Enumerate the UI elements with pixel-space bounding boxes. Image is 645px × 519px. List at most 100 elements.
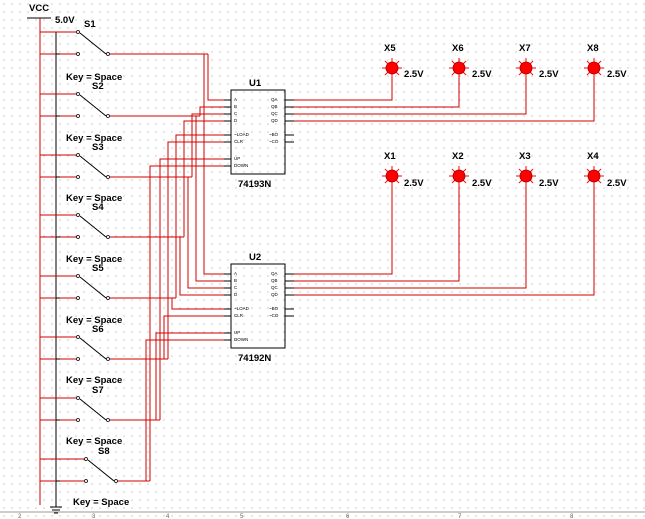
switch-s1-key: Key = Space [66,72,122,83]
vcc-voltage: 5.0V [55,15,75,26]
probe-x2-icon [449,166,469,186]
probe-x3-icon [516,166,536,186]
probe-x6-volt: 2.5V [472,69,492,80]
u2-pin-up: UP [234,330,240,335]
switch-s4-key: Key = Space [66,254,122,265]
switch-6-contact-a [76,335,80,339]
probe-x3-icon-ray [518,168,523,173]
switch-s6-name: S6 [92,324,104,335]
u1-input-2-wire [199,106,226,116]
probe-x2-icon-ray [451,179,456,184]
u1-pin-bo: ~BO [269,132,279,137]
probe-x2-icon-ray [451,168,456,173]
probe-x8-icon-ray [597,71,602,76]
switch-5-contact-b [76,296,80,300]
switch-s6-key: Key = Space [66,375,122,386]
switch-s1-name: S1 [84,19,96,30]
probe-x6-icon [449,58,469,78]
ground-symbol[interactable] [50,32,62,514]
probe-x5-icon-ray [384,60,389,65]
u1-pin-a: A [234,97,237,102]
chip-u1[interactable]: U1 74193N A B C D ~LOAD CLR UP DOWN QA Q… [230,78,286,190]
probe-x7-icon-ray [518,71,523,76]
switch-s5-key: Key = Space [66,315,122,326]
switch-2-contact-a [76,92,80,96]
u2-output-2-wire [294,182,460,282]
probe-x4-icon [584,166,604,186]
probe-x2-icon-ray [462,168,467,173]
probe-x1-icon [382,166,402,186]
ruler-mark-4: 4 [166,514,170,519]
switch-s8-name: S8 [98,446,110,457]
probe-x5-icon [382,58,402,78]
switch-4-lever [79,215,107,238]
u1-input-4-wire [183,120,226,237]
switch-s2-name: S2 [92,81,104,92]
switch-6-contact-b [76,357,80,361]
probe-x2-icon-lamp [452,169,466,183]
vcc-source[interactable]: VCC 5.0V [27,3,75,505]
u1-pin-c: C [234,111,238,116]
ruler-mark-2: 2 [18,514,22,519]
chip-u1-part: 74193N [238,179,271,190]
u1-pin-qa: QA [271,97,278,102]
probe-x1-icon-ray [395,168,400,173]
probe-x1-icon-ray [395,179,400,184]
probe-x4-icon-ray [586,168,591,173]
probe-x6-icon-ray [462,60,467,65]
switch-s7-name: S7 [92,385,104,396]
probe-x8-icon-lamp [587,61,601,75]
probe-x5-icon-ray [384,71,389,76]
chip-u2-part: 74192N [238,353,271,364]
u2-input-5-wire [171,298,226,310]
switch-7-contact-a [76,396,80,400]
u2-input-2-wire [195,116,226,282]
u1-pin-co: ~CO [269,139,279,144]
u2-output-4-wire [294,182,595,296]
probe-x7-volt: 2.5V [539,69,559,80]
probe-x1-icon-ray [384,179,389,184]
u2-pin-co: ~CO [269,313,279,318]
probe-x7-icon-ray [529,60,534,65]
chip-u2[interactable]: U2 74192N A B C D ~LOAD CLR UP DOWN QA Q… [230,252,286,364]
switch-8-contact-b [84,479,88,483]
probe-x7-icon-lamp [519,61,533,75]
u2-input-3-wire [187,177,226,289]
probe-symbols [382,58,604,186]
probe-x1-volt: 2.5V [404,178,424,189]
u1-input-1-wire [207,54,226,101]
probe-x7-name: X7 [519,43,531,54]
switch-3-contact-a [76,153,80,157]
u1-pin-load: ~LOAD [234,132,250,137]
u1-pin-up: UP [234,156,240,161]
probe-x6-icon-ray [462,71,467,76]
probe-x2-name: X2 [452,151,464,162]
u1-pin-qc: QC [271,111,279,116]
switch-symbols [56,30,118,483]
probe-x7-icon-ray [518,60,523,65]
u2-pin-qc: QC [271,285,279,290]
switch-6-common [106,357,110,361]
switch-7-common [106,418,110,422]
u2-output-3-wire [294,182,527,289]
probe-x8-icon-ray [586,60,591,65]
switch-7-lever [79,398,107,421]
ruler-mark-5: 5 [240,514,244,519]
switch-s2-key: Key = Space [66,133,122,144]
probe-x6-name: X6 [452,43,464,54]
probe-x5-volt: 2.5V [404,69,424,80]
probe-x5-icon-ray [395,60,400,65]
switch-1-common [106,52,110,56]
switch-s3-key: Key = Space [66,193,122,204]
probe-x6-icon-ray [451,71,456,76]
switch-4-common [106,235,110,239]
u1-pin-down: DOWN [234,163,248,168]
u2-pin-load: ~LOAD [234,306,250,311]
probe-x1-name: X1 [384,151,396,162]
vcc-label: VCC [29,3,49,14]
u2-pin-bo: ~BO [269,306,279,311]
probe-x4-icon-ray [597,179,602,184]
u1-pin-qd: QD [271,118,279,123]
probe-x2-volt: 2.5V [472,178,492,189]
